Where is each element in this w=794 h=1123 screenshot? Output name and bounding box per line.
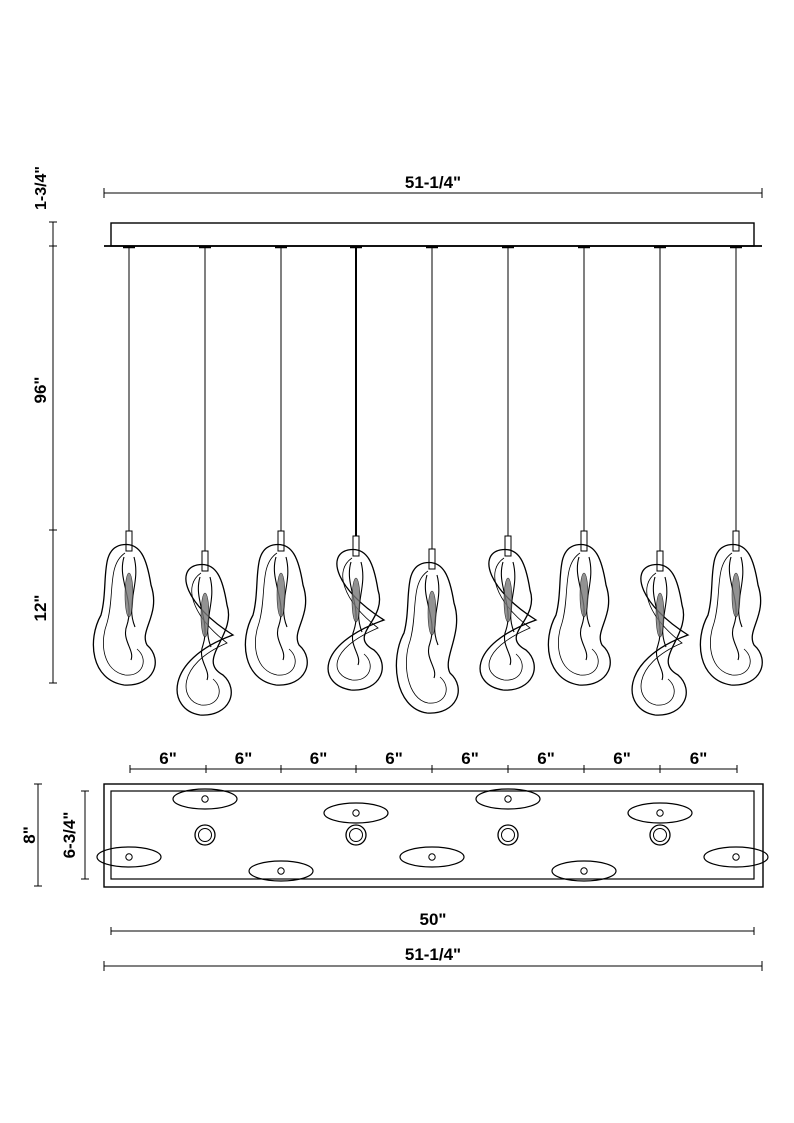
plan-view: 6" 6" 6" 6" 6" 6" 6" 6" 8" 6-3/4" 50" <box>20 749 769 971</box>
spacing-label: 6" <box>385 749 403 768</box>
plate-depth-dimensions: 8" 6-3/4" <box>20 783 89 887</box>
spacing-dimension-row: 6" 6" 6" 6" 6" 6" 6" 6" <box>129 749 738 773</box>
spacing-label: 6" <box>613 749 631 768</box>
pendant-group <box>92 245 763 716</box>
spacing-label: 6" <box>461 749 479 768</box>
glass-pendant-icon <box>244 245 308 686</box>
glass-pendant-icon <box>395 245 459 714</box>
spacing-label: 6" <box>235 749 253 768</box>
mount-point-icon <box>703 846 769 868</box>
junction-ring-icon <box>497 824 519 846</box>
mount-point-icon <box>399 846 465 868</box>
glass-pendant-icon <box>92 245 156 686</box>
junction-ring-icon <box>194 824 216 846</box>
inner-width-dimension: 50" <box>110 910 755 935</box>
mount-point-icon <box>323 802 389 824</box>
mount-point-icon <box>172 788 238 810</box>
spacing-label: 6" <box>537 749 555 768</box>
canopy-height-label: 1-3/4" <box>33 166 50 210</box>
mount-point-icon <box>627 802 693 824</box>
mount-point-icon <box>248 860 314 882</box>
junction-ring-icon <box>345 824 367 846</box>
canopy-width-label: 51-1/4" <box>405 173 461 192</box>
junction-ring-icon <box>649 824 671 846</box>
left-height-dimensions: 1-3/4" 96" 12" <box>31 166 57 684</box>
glass-pendant-icon <box>176 245 235 716</box>
spacing-label: 6" <box>310 749 328 768</box>
mount-point-icon <box>96 846 162 868</box>
canopy-plate <box>103 783 764 888</box>
spacing-label: 6" <box>690 749 708 768</box>
plate-width-label: 51-1/4" <box>405 945 461 964</box>
inner-depth-label: 6-3/4" <box>60 812 79 859</box>
canopy <box>104 222 762 247</box>
canopy-width-dimension: 51-1/4" <box>103 173 763 198</box>
plate-depth-label: 8" <box>20 826 39 844</box>
glass-pendant-icon <box>479 245 538 691</box>
mount-point-icon <box>551 860 617 882</box>
glass-pendant-icon <box>699 245 763 686</box>
front-elevation-view: 51-1/4" 1-3/4" 96" 12" <box>31 166 763 716</box>
cord-length-label: 96" <box>31 377 50 404</box>
shade-height-label: 12" <box>31 595 50 622</box>
inner-width-label: 50" <box>420 910 447 929</box>
mount-point-icon <box>475 788 541 810</box>
glass-pendant-icon <box>631 245 690 716</box>
plan-mount-points <box>96 788 769 882</box>
glass-pendant-icon <box>327 245 386 691</box>
plate-width-dimension: 51-1/4" <box>103 945 763 971</box>
spacing-label: 6" <box>159 749 177 768</box>
glass-pendant-icon <box>547 245 611 686</box>
